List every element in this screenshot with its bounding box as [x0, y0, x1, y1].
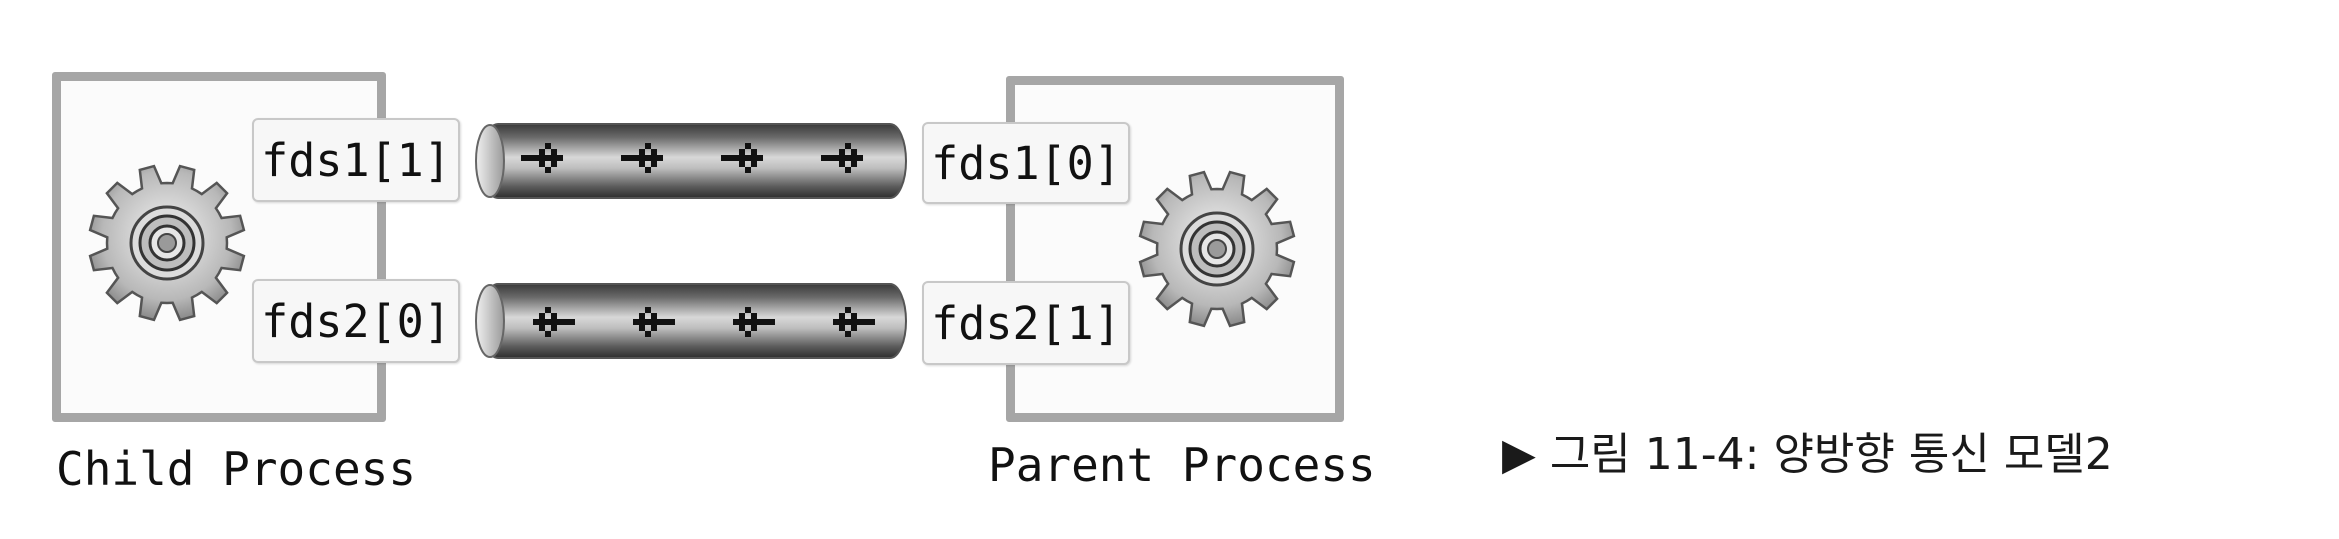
- arrow-icon: [621, 143, 663, 173]
- pipe-fds1: [475, 123, 907, 199]
- arrow-icon: [633, 307, 675, 337]
- arrow-icon: [733, 307, 775, 337]
- child-gear-icon: [88, 164, 246, 322]
- pipe-fds2: [475, 283, 907, 359]
- child-fd-read-label: fds2[0]: [252, 279, 460, 363]
- arrow-icon: [721, 143, 763, 173]
- parent-process-label: Parent Process: [988, 438, 1376, 492]
- parent-fd-read-label: fds1[0]: [922, 122, 1130, 204]
- parent-fd-write-label: fds2[1]: [922, 281, 1130, 365]
- figure-caption: ▶ 그림 11-4: 양방향 통신 모델2: [1502, 429, 2113, 480]
- parent-gear-icon: [1138, 170, 1296, 328]
- arrow-icon: [521, 143, 563, 173]
- arrow-icon: [821, 143, 863, 173]
- arrow-icon: [533, 307, 575, 337]
- child-fd-write-label: fds1[1]: [252, 118, 460, 202]
- arrow-icon: [833, 307, 875, 337]
- child-process-label: Child Process: [56, 442, 417, 496]
